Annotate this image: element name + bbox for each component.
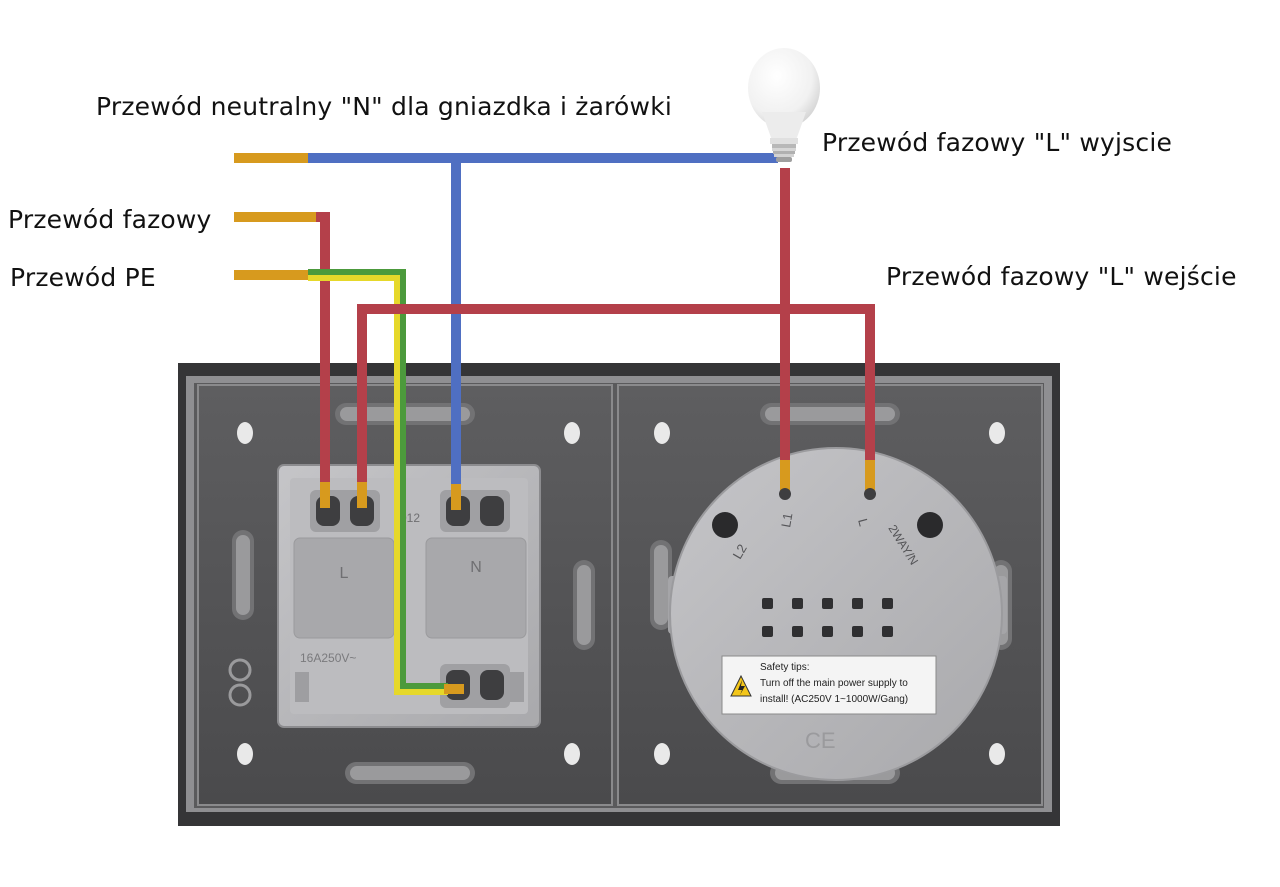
phase-wire (316, 212, 330, 490)
pe-wire-yellow (308, 275, 448, 695)
safety-line-2: install! (AC250V 1~1000W/Gang) (760, 694, 908, 705)
vent-holes (762, 598, 893, 637)
ce-mark: CE (805, 728, 836, 753)
switch-label-l2: L2 (730, 541, 750, 561)
switch-label-l1: L1 (778, 512, 795, 529)
socket-rating: 16A250V~ (300, 651, 356, 665)
label-pe-wire: Przewód PE (10, 263, 156, 292)
socket-label-n: N (470, 559, 482, 576)
pe-wire-green (308, 269, 448, 689)
lightning-icon (738, 680, 745, 695)
switch-label-l: L (855, 517, 871, 528)
switch-module: L2 L1 L 2WAY/N Safety tips: Turn off the… (668, 447, 1007, 781)
phase-bridge-wire (357, 304, 875, 490)
label-phase-input: Przewód fazowy "L" wejście (886, 262, 1237, 291)
wires (234, 153, 876, 695)
socket-module: L N 012 16A250V~ (277, 464, 541, 728)
label-phase-output: Przewód fazowy "L" wyjscie (822, 128, 1173, 157)
label-neutral-wire: Przewód neutralny "N" dla gniazdka i żar… (96, 92, 673, 121)
label-phase-wire: Przewód fazowy (8, 205, 212, 234)
safety-sticker: Safety tips: Turn off the main power sup… (721, 655, 937, 715)
safety-line-1: Turn off the main power supply to (760, 678, 908, 689)
safety-title: Safety tips: (760, 662, 809, 673)
light-bulb-icon (748, 48, 820, 162)
socket-label-l: L (340, 565, 349, 582)
